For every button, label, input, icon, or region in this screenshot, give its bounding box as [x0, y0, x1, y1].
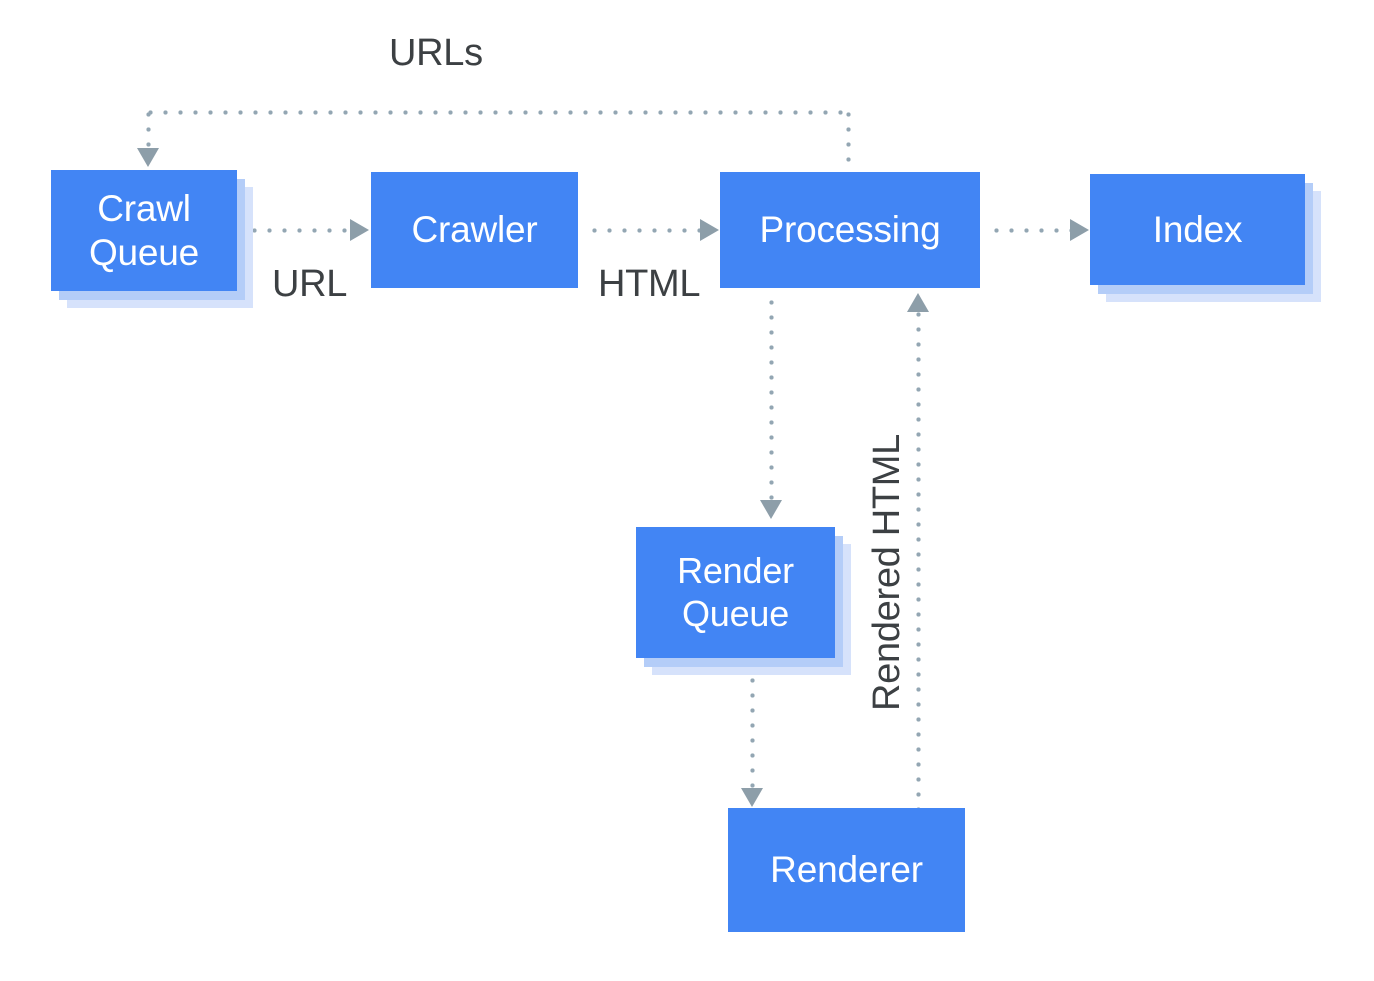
edge-url-arrowhead	[350, 219, 369, 241]
node-crawl-queue[interactable]: Crawl Queue	[51, 170, 253, 308]
node-crawler-label: Crawler	[371, 172, 578, 288]
edge-to-renderer-line	[749, 678, 755, 788]
edge-urls-riser	[845, 112, 851, 172]
edge-to-renderer-arrowhead	[741, 788, 763, 807]
node-processing-label: Processing	[720, 172, 980, 288]
edge-html-arrowhead	[700, 219, 719, 241]
edge-label-html: HTML	[598, 263, 701, 305]
edge-urls-span	[148, 109, 848, 115]
node-render-queue-label: Render Queue	[636, 527, 835, 658]
node-index-label: Index	[1090, 174, 1305, 285]
edge-to-index-line	[994, 227, 1070, 233]
edge-rendered-html-line	[915, 312, 921, 808]
edge-label-url: URL	[272, 263, 348, 305]
node-crawl-queue-label: Crawl Queue	[51, 170, 237, 291]
edge-html-line	[592, 227, 700, 233]
edge-label-urls: URLs	[389, 32, 483, 74]
node-render-queue[interactable]: Render Queue	[636, 527, 851, 675]
node-crawler[interactable]: Crawler	[371, 172, 578, 288]
edge-to-render-queue-line	[768, 300, 774, 500]
node-index[interactable]: Index	[1090, 174, 1321, 302]
edge-rendered-html-arrowhead	[907, 293, 929, 312]
node-renderer[interactable]: Renderer	[728, 808, 965, 932]
edge-label-rendered-html: Rendered HTML	[866, 434, 908, 711]
edge-url-line	[252, 227, 350, 233]
node-processing[interactable]: Processing	[720, 172, 980, 288]
edge-to-render-queue-arrowhead	[760, 500, 782, 519]
node-renderer-label: Renderer	[728, 808, 965, 932]
edge-to-index-arrowhead	[1070, 219, 1089, 241]
edge-urls-arrowhead	[137, 148, 159, 167]
edge-urls-drop	[145, 112, 151, 148]
